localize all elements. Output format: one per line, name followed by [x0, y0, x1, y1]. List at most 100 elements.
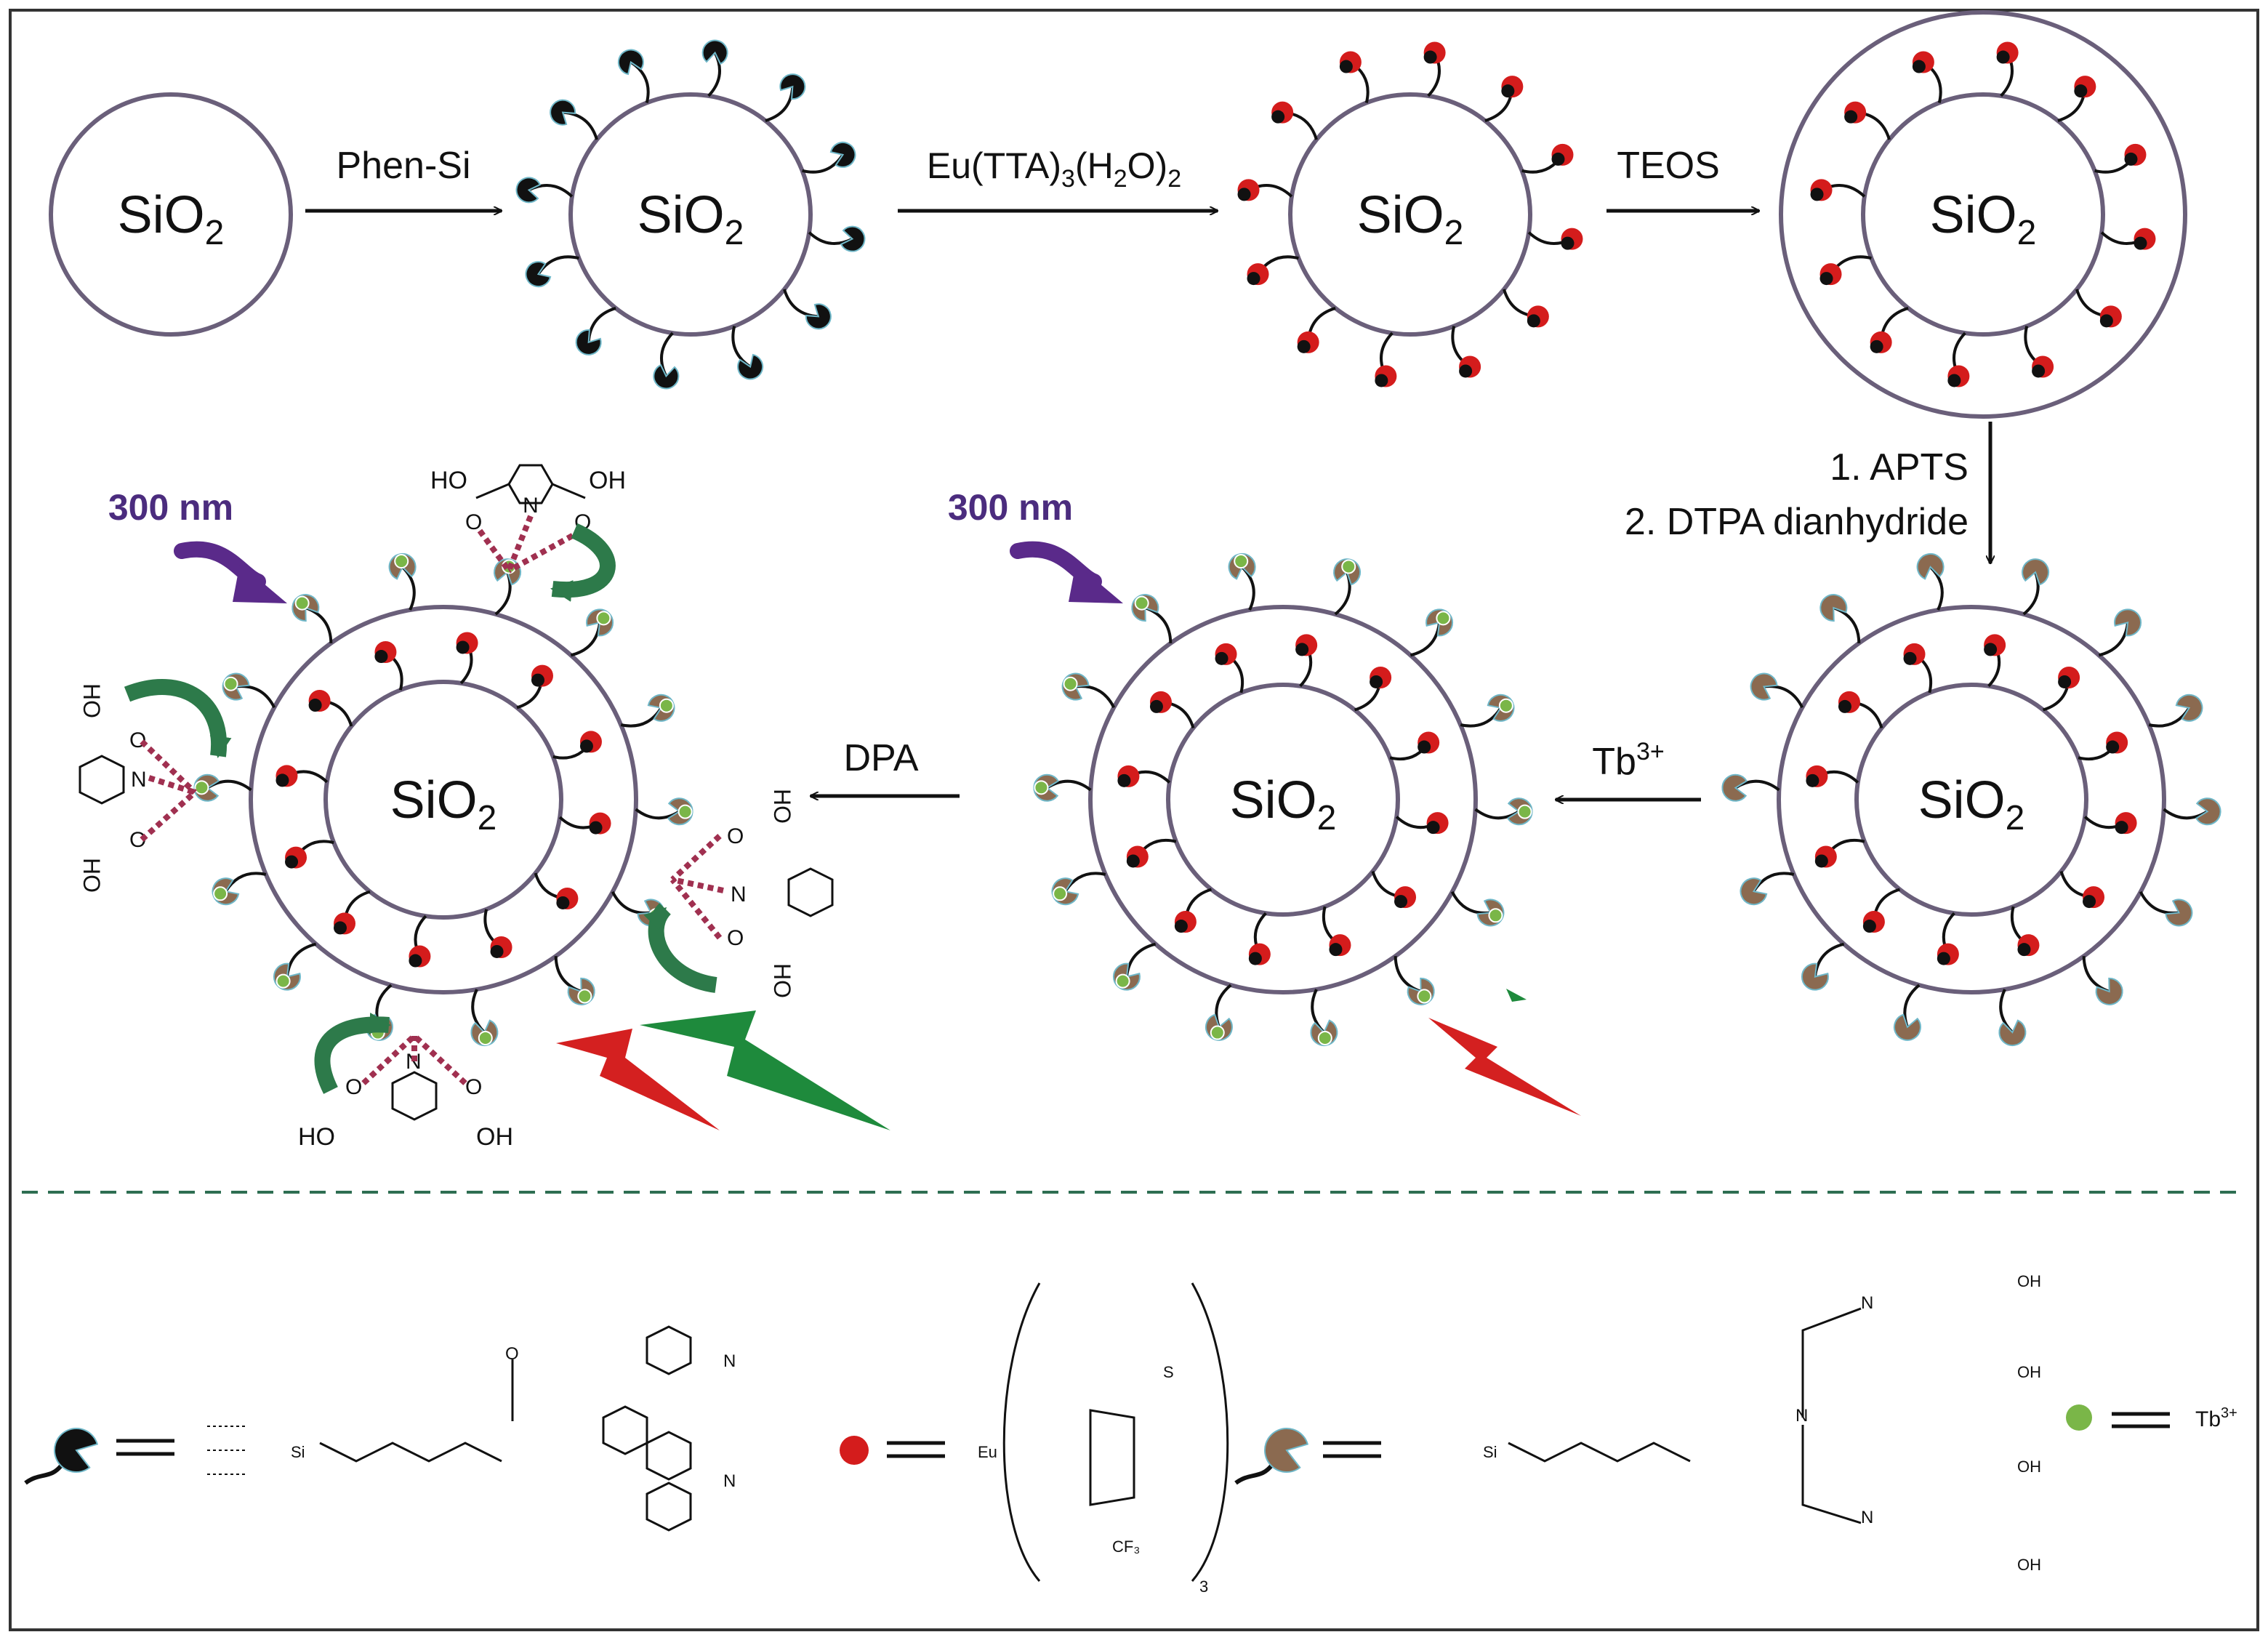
tb-ion-icon [659, 698, 674, 713]
phen-ligand-icon [829, 141, 856, 168]
phen-ligand-icon [575, 329, 602, 355]
particle-tb-loaded: SiO2 [1033, 552, 1533, 1047]
tb-ion-icon [1488, 908, 1503, 923]
svg-text:OH: OH [589, 467, 626, 494]
step-label-dtpa: 2. DTPA dianhydride [1625, 501, 1969, 543]
legend-phen-si: Si O N N [24, 1325, 736, 1532]
svg-text:N: N [723, 1351, 736, 1371]
tb-ion-icon [577, 989, 592, 1004]
phen-ligand-icon [525, 261, 552, 288]
particle-phen-grafted: SiO2 [515, 39, 866, 390]
svg-text:OH: OH [476, 1123, 513, 1151]
emission-flash-icon [1428, 989, 1581, 1116]
step-label-dpa: DPA [843, 737, 918, 779]
tb-ion-icon-ring [1033, 552, 1533, 1047]
svg-text:Si: Si [1483, 1443, 1497, 1461]
excitation-arrow-icon: 300 nm [948, 487, 1123, 603]
tb-ion-icon [1436, 611, 1451, 626]
svg-text:O: O [727, 824, 744, 848]
phen-ligand-icon-ring [515, 39, 866, 390]
excitation-label: 300 nm [948, 487, 1073, 528]
phen-ligand-icon [617, 49, 644, 76]
tb-ion-icon [1417, 989, 1432, 1004]
step-arrow-teos: TEOS [1606, 145, 1759, 211]
svg-text:OH: OH [2017, 1363, 2041, 1381]
dpa-molecule-top: N HO OH O O [430, 464, 626, 574]
svg-text:HO: HO [769, 789, 795, 824]
svg-text:N: N [406, 1050, 422, 1074]
tb-ion-icon [677, 804, 693, 819]
dtpa-ligand-icon [2022, 558, 2050, 586]
tb-ion-icon [213, 886, 228, 901]
dtpa-ligand-icon-ring [1721, 552, 2221, 1047]
tb-ion-icon [294, 595, 310, 611]
tb-ion-icon [1134, 595, 1149, 611]
eu-complex-icon [840, 1436, 869, 1465]
svg-text:OH: OH [2017, 1458, 2041, 1476]
step-arrow-phen-si: Phen-Si [305, 145, 502, 211]
tb-ion-icon [1517, 804, 1532, 819]
svg-text:N: N [1861, 1508, 1873, 1527]
svg-text:Eu: Eu [978, 1443, 997, 1461]
tb-ion-icon [1234, 554, 1249, 569]
step-arrow-eu-complex: Eu(TTA)3(H2O)2 [898, 145, 1218, 211]
eu-complex-icon-ring [1810, 41, 2156, 387]
dtpa-ligand-icon [1916, 552, 1945, 580]
legend-tb: Tb3+ [2066, 1404, 2237, 1431]
tb-ion-icon [1498, 698, 1513, 713]
particle-core-label: SiO2 [118, 186, 225, 252]
dpa-molecule-left: N HO HO O O [79, 683, 197, 893]
legend-tb-label: Tb3+ [2195, 1405, 2237, 1431]
dtpa-ligand-icon [1740, 877, 1768, 906]
svg-text:HO: HO [430, 467, 467, 494]
step-arrow-dpa: DPA [811, 737, 960, 796]
eu-complex-icon-ring [1237, 41, 1583, 387]
dtpa-ligand-icon [1750, 672, 1778, 701]
eu-complex-icon-ring [1117, 634, 1449, 965]
svg-text:N: N [723, 1471, 736, 1491]
phen-ligand-icon [54, 1428, 99, 1473]
particle-core-label: SiO2 [638, 186, 744, 252]
dtpa-ligand-icon [2165, 899, 2193, 927]
eu-complex-icon-ring [276, 632, 611, 968]
particle-eu-loaded: SiO2 [1237, 41, 1583, 387]
particle-core-label: SiO2 [390, 771, 497, 837]
legend-dtpa: Si N N N OH OH OH OH [1234, 1272, 2041, 1574]
tb-ion-icon [194, 780, 209, 795]
dtpa-ligand-icon [2175, 694, 2203, 722]
phen-ligand-icon [701, 39, 728, 65]
svg-text:3: 3 [1199, 1577, 1208, 1596]
dtpa-ligand-icon [1801, 962, 1829, 991]
tb-ion-icon [394, 554, 409, 569]
phen-ligand-icon [653, 363, 680, 390]
particle-bare-silica: SiO2 [49, 92, 293, 337]
svg-text:O: O [129, 828, 146, 852]
tb-ion-icon [276, 973, 291, 989]
step-label-phen-si: Phen-Si [337, 145, 471, 187]
svg-text:N: N [731, 883, 747, 907]
dtpa-ligand-icon [2195, 797, 2221, 826]
dtpa-ligand-icon [1234, 1428, 1309, 1485]
eu-complex-icon-ring [1806, 634, 2137, 965]
dpa-molecule-right: N HO HO O O [669, 789, 834, 998]
tb-ion-icon [478, 1030, 493, 1045]
particle-dpa-bound: SiO2 [193, 552, 693, 1047]
energy-transfer-arrow-icon [124, 523, 717, 1094]
dtpa-ligand-icon [2095, 977, 2123, 1005]
phen-ligand-icon [24, 1428, 99, 1485]
phen-ligand-icon [550, 99, 576, 126]
excitation-arrow-icon: 300 nm [108, 487, 287, 603]
svg-text:HO: HO [769, 963, 795, 998]
dtpa-ligand-icon [1893, 1013, 1921, 1041]
tb-ion-icon [1115, 973, 1130, 989]
particle-core-shell: SiO2 [1779, 10, 2187, 419]
svg-text:Si: Si [291, 1443, 305, 1461]
tb-ion-icon [1317, 1030, 1332, 1045]
svg-text:O: O [727, 926, 744, 950]
phen-ligand-icon [515, 177, 542, 204]
tb-ion-icon [2066, 1404, 2092, 1431]
dtpa-ligand-icon [1264, 1428, 1309, 1473]
particle-core-label: SiO2 [1357, 186, 1464, 252]
tb-ion-icon [596, 611, 611, 626]
tb-ion-icon [1063, 676, 1078, 691]
